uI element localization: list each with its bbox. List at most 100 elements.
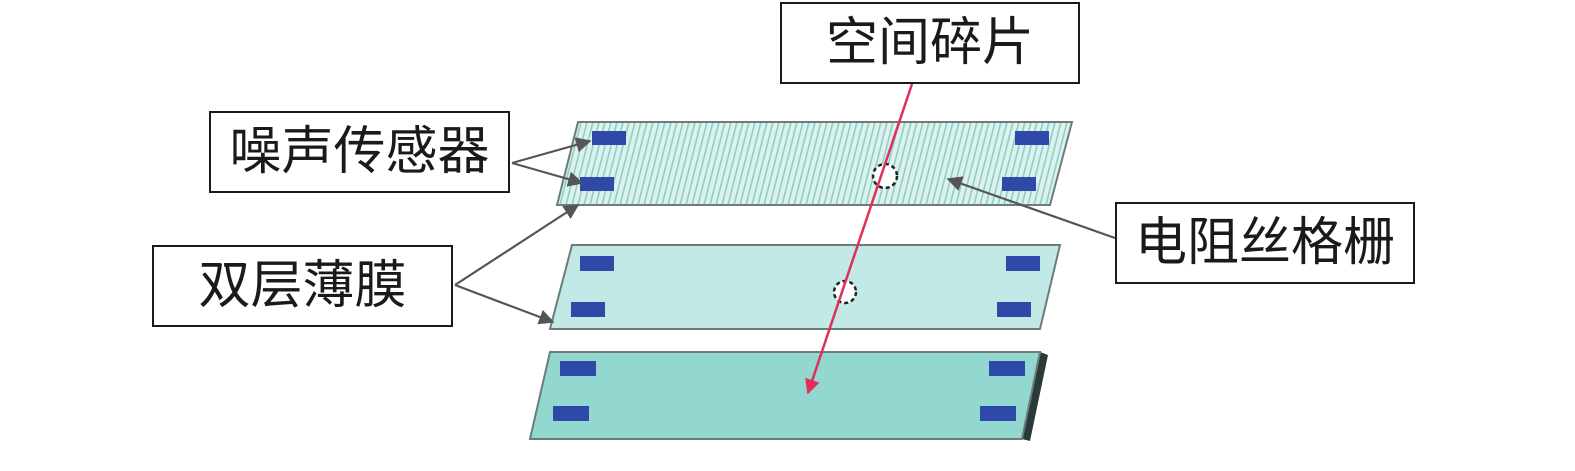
grid-wire-line	[847, 122, 870, 205]
bottom-electrode-br	[980, 406, 1016, 421]
noise-sensor-pointer-bottom	[511, 161, 584, 187]
film-pointer-top	[454, 204, 580, 286]
grid-wire-line	[865, 122, 888, 205]
grid-wire-line	[751, 122, 774, 205]
grid-wire-line	[733, 122, 756, 205]
debris-trajectory-arrow	[805, 83, 914, 395]
grid-wire-line	[721, 122, 744, 205]
top-electrode-tl	[592, 131, 626, 145]
bottom-film	[528, 351, 1042, 440]
grid-wire-line	[901, 122, 924, 205]
grid-wire-line	[625, 122, 648, 205]
grid-pointer	[946, 176, 1116, 240]
bottom-film-layer	[528, 351, 1048, 441]
grid-wire-line	[679, 122, 702, 205]
grid-wire-line	[1039, 122, 1062, 205]
grid-wire-line	[991, 122, 1014, 205]
grid-wire-line	[883, 122, 906, 205]
grid-wire-line	[925, 122, 948, 205]
grid-wire-line	[787, 122, 810, 205]
grid-wire-line	[895, 122, 918, 205]
grid-wire-line	[709, 122, 732, 205]
grid-wire-line	[1033, 122, 1056, 205]
grid-wire-line	[889, 122, 912, 205]
grid-wire-line	[955, 122, 978, 205]
grid-wire-line	[565, 122, 588, 205]
grid-wire-line	[919, 122, 942, 205]
grid-wire-line	[757, 122, 780, 205]
grid-wire-line	[943, 122, 966, 205]
label-double-layer-film: 双层薄膜	[152, 245, 453, 327]
grid-wire-line	[1045, 122, 1068, 205]
grid-wire-line	[799, 122, 822, 205]
grid-wire-line	[643, 122, 666, 205]
top-film-layer	[555, 121, 1097, 206]
middle-electrode-tl	[580, 256, 614, 271]
grid-wire-line	[823, 122, 846, 205]
grid-wire-line	[619, 122, 642, 205]
grid-wire-line	[961, 122, 984, 205]
grid-wire-line	[817, 122, 840, 205]
grid-wire-line	[661, 122, 684, 205]
pointer-arrows	[454, 137, 1116, 325]
grid-wire-line	[763, 122, 786, 205]
middle-electrode-tr	[1006, 256, 1040, 271]
grid-wire-line	[649, 122, 672, 205]
grid-wire-line	[985, 122, 1008, 205]
top-electrode-bl	[580, 177, 614, 191]
grid-wire-line	[1076, 122, 1097, 205]
film-pointer-bottom	[454, 283, 555, 325]
grid-wire-line	[691, 122, 714, 205]
middle-film-layer	[548, 244, 1062, 330]
bottom-electrode-bl	[553, 406, 589, 421]
grid-wire-line	[685, 122, 708, 205]
middle-film	[548, 244, 1062, 330]
label-space-debris: 空间碎片	[780, 2, 1080, 84]
grid-wire-line	[571, 122, 594, 205]
grid-wire-line	[667, 122, 690, 205]
grid-wire-line	[703, 122, 726, 205]
bottom-film-edge	[1022, 352, 1048, 441]
grid-wire-line	[673, 122, 696, 205]
grid-wire-line	[715, 122, 738, 205]
grid-wire-line	[781, 122, 804, 205]
noise-sensor-pointer-top	[511, 137, 592, 165]
top-electrode-tr	[1015, 131, 1049, 145]
grid-wire-line	[853, 122, 876, 205]
grid-wire-line	[805, 122, 828, 205]
grid-wire-line	[829, 122, 852, 205]
top-electrode-br	[1002, 177, 1036, 191]
grid-wire-line	[835, 122, 858, 205]
grid-wire-line	[949, 122, 972, 205]
grid-wire-line	[931, 122, 954, 205]
bottom-electrode-tl	[560, 361, 596, 376]
label-noise-sensor: 噪声传感器	[209, 111, 510, 193]
grid-wire-line	[745, 122, 768, 205]
grid-wire-line	[739, 122, 762, 205]
grid-wire-line	[913, 122, 936, 205]
grid-wire-line	[559, 122, 582, 205]
grid-wire-line	[967, 122, 990, 205]
grid-wire-line	[793, 122, 816, 205]
grid-wire-line	[631, 122, 654, 205]
grid-wire-line	[1069, 122, 1072, 205]
grid-wire-line	[811, 122, 834, 205]
grid-wire-line	[727, 122, 750, 205]
grid-wire-line	[841, 122, 864, 205]
grid-wire-line	[613, 122, 636, 205]
grid-wire-line	[769, 122, 792, 205]
grid-wire-line	[937, 122, 960, 205]
grid-wire-line	[907, 122, 930, 205]
middle-electrode-bl	[571, 302, 605, 317]
grid-wire-line	[655, 122, 678, 205]
middle-electrode-br	[997, 302, 1031, 317]
label-resistance-grid: 电阻丝格栅	[1115, 202, 1415, 284]
grid-wire-line	[859, 122, 882, 205]
grid-wire-line	[775, 122, 798, 205]
grid-wire-line	[973, 122, 996, 205]
grid-wire-line	[637, 122, 660, 205]
bottom-electrode-tr	[989, 361, 1025, 376]
grid-wire-line	[697, 122, 720, 205]
